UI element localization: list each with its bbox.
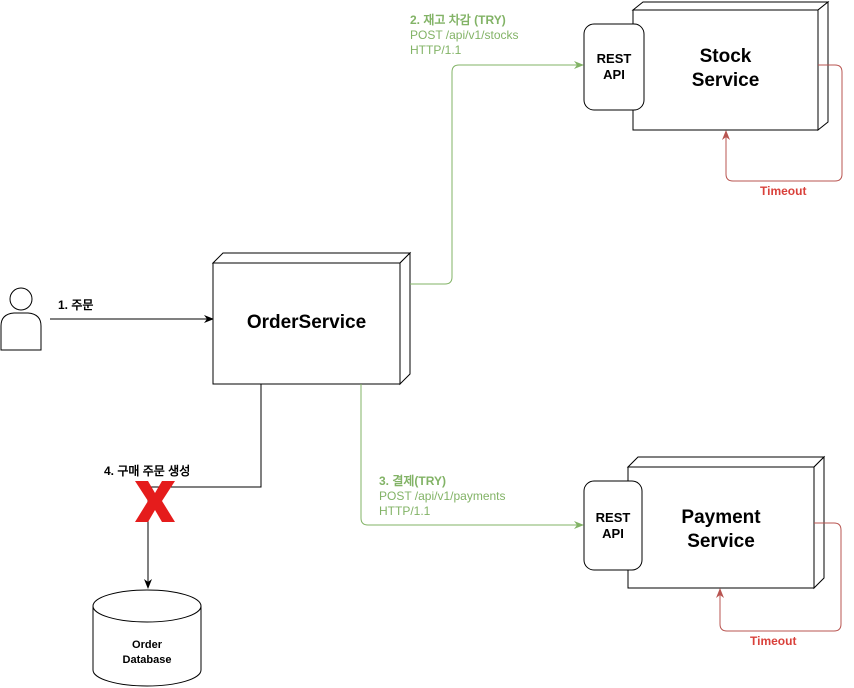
- order-database-label: Order Database: [93, 638, 201, 668]
- order-database-line1: Order: [132, 639, 162, 651]
- stock-rest-api-line2: API: [603, 67, 625, 82]
- payment-edge-line2: POST /api/v1/payments: [379, 489, 506, 503]
- order-service-node: [211, 251, 412, 386]
- stock-edge-line2: POST /api/v1/stocks: [410, 28, 519, 42]
- order-edge-label: 1. 주문: [58, 298, 94, 312]
- purchase-edge: [144, 384, 262, 589]
- purchase-edge-label: 4. 구매 주문 생성: [104, 462, 191, 479]
- payment-timeout-loop: [716, 522, 842, 632]
- stock-service-line1: Stock: [699, 46, 752, 67]
- order-database-line2: Database: [122, 654, 172, 666]
- stock-edge-label: 2. 재고 차감 (TRY) POST /api/v1/stocks HTTP/…: [410, 13, 519, 58]
- payment-rest-api: [583, 480, 643, 571]
- payment-edge: [360, 384, 584, 529]
- stock-timeout-label: Timeout: [760, 184, 807, 198]
- payment-service-line2: Service: [687, 531, 755, 552]
- stock-rest-api-label: REST API: [584, 51, 644, 83]
- payment-timeout-label: Timeout: [750, 634, 797, 648]
- order-service-label: OrderService: [246, 312, 367, 333]
- x-icon: [135, 481, 175, 522]
- stock-rest-api-line1: REST: [596, 51, 632, 66]
- stock-service-node: [631, 0, 830, 132]
- user-icon: [0, 287, 42, 351]
- stock-service-line2: Service: [691, 70, 760, 91]
- payment-service-label: Payment Service: [628, 506, 814, 554]
- payment-service-line1: Payment: [681, 507, 761, 528]
- payment-edge-line3: HTTP/1.1: [379, 504, 431, 518]
- order-database-node: [92, 589, 202, 687]
- payment-rest-api-line2: API: [602, 526, 624, 541]
- payment-rest-api-label: REST API: [584, 510, 642, 542]
- stock-rest-api: [583, 23, 645, 111]
- payment-rest-api-line1: REST: [595, 510, 631, 525]
- stock-edge-line3: HTTP/1.1: [410, 43, 462, 57]
- stock-service-label: Stock Service: [633, 45, 818, 93]
- stock-edge: [410, 61, 584, 285]
- stock-timeout-loop: [722, 64, 843, 182]
- payment-edge-line1: 3. 결제(TRY): [379, 474, 446, 488]
- payment-edge-label: 3. 결제(TRY) POST /api/v1/payments HTTP/1.…: [379, 474, 506, 519]
- stock-edge-line1: 2. 재고 차감 (TRY): [410, 13, 506, 27]
